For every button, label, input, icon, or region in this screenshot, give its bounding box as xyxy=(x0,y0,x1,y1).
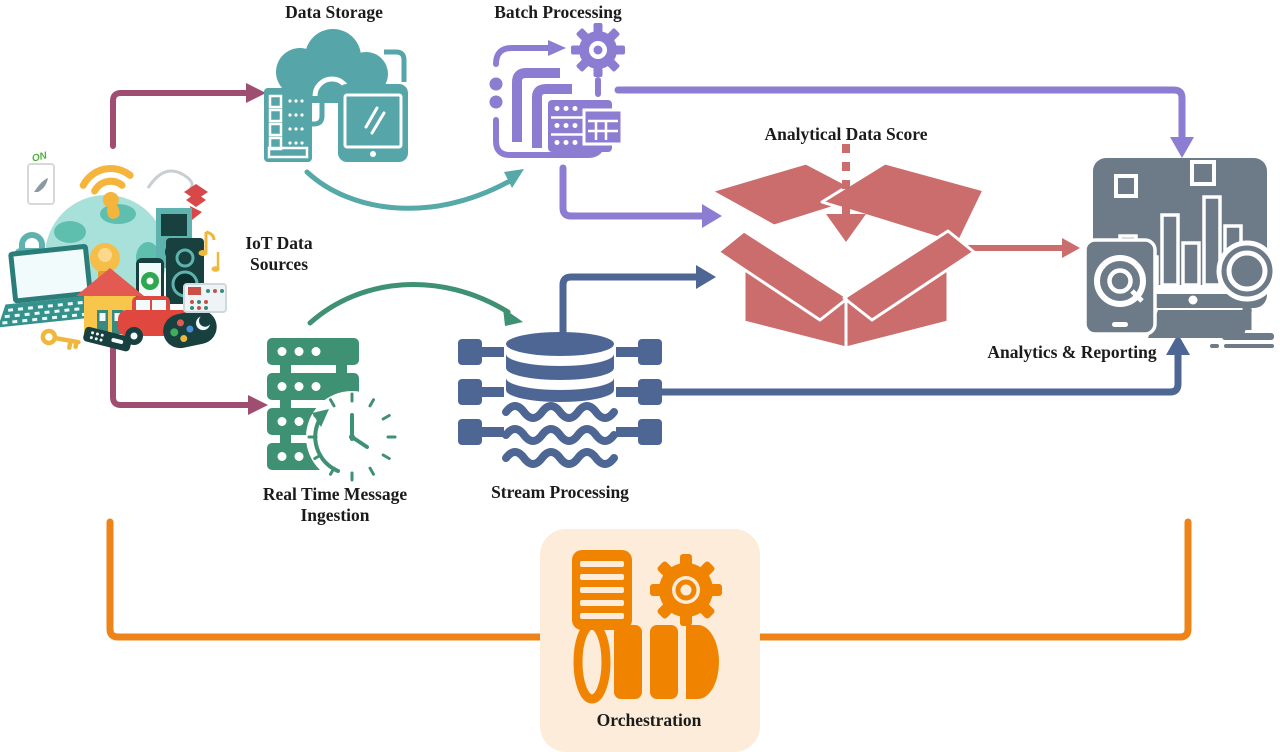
iot-sources-label-line1: IoT Data xyxy=(245,233,313,253)
keyboard-icon xyxy=(1148,310,1252,338)
game-controller-icon xyxy=(163,309,217,349)
swirl-doodle xyxy=(146,169,194,191)
pipeline-cylinder-icon xyxy=(573,620,719,704)
batch-processing-icon xyxy=(489,23,625,158)
analytics-reporting-icon xyxy=(1083,158,1278,348)
arrow-datastorage-to-batch xyxy=(304,169,524,211)
key-icon xyxy=(40,328,81,350)
light-switch-icon xyxy=(27,163,55,205)
stream-processing-label: Stream Processing xyxy=(491,482,629,502)
tablet-icon xyxy=(338,84,408,162)
server-tower-icon xyxy=(264,88,312,162)
calculator-icon xyxy=(183,283,227,313)
rtmi-label-line1: Real Time Message xyxy=(262,484,408,504)
arrow-iot-to-rtmi xyxy=(110,335,268,415)
arrow-iot-to-datastorage xyxy=(110,83,266,149)
send-layers-icon xyxy=(184,184,208,220)
arrow-stream-to-analytics xyxy=(649,334,1190,396)
orchestration-card xyxy=(540,529,760,752)
arrow-batch-to-ads xyxy=(559,164,722,228)
data-storage-icon xyxy=(264,29,408,162)
arrow-batch-to-analytics xyxy=(614,86,1194,158)
orchestration-label: Orchestration xyxy=(596,710,702,730)
analytics-reporting-label: Analytics & Reporting xyxy=(987,342,1157,362)
iot-sources-label: IoT Data Sources xyxy=(245,233,312,275)
arrow-rtmi-to-stream xyxy=(307,281,523,326)
arrow-label-to-box xyxy=(826,144,866,242)
clock-icon xyxy=(306,391,398,483)
phone-donut-icon xyxy=(1083,238,1157,336)
analytical-data-score-label: Analytical Data Score xyxy=(764,124,928,144)
wifi-icon xyxy=(79,165,134,219)
iot-sources-label-line2: Sources xyxy=(249,254,309,274)
gear-icon xyxy=(650,554,722,626)
rtmi-label: Real Time Message Ingestion xyxy=(263,484,407,526)
remote-icon xyxy=(83,326,132,352)
box-inner-flap-right xyxy=(842,229,976,322)
stream-processing-icon xyxy=(458,332,662,468)
rtmi-icon xyxy=(267,338,398,483)
magnifier-icon xyxy=(1210,240,1278,348)
grid-box-icon xyxy=(582,108,624,146)
arrow-stream-to-ads xyxy=(559,265,716,336)
iot-illustration xyxy=(0,163,227,352)
rtmi-label-line2: Ingestion xyxy=(300,505,370,525)
arrow-ads-to-analytics xyxy=(953,238,1080,258)
gear-icon xyxy=(571,23,625,77)
data-storage-label: Data Storage xyxy=(285,2,383,22)
analytical-data-score-box xyxy=(709,161,986,350)
document-icon xyxy=(572,550,632,630)
music-notes-icon xyxy=(198,230,220,272)
batch-processing-label: Batch Processing xyxy=(494,2,622,22)
